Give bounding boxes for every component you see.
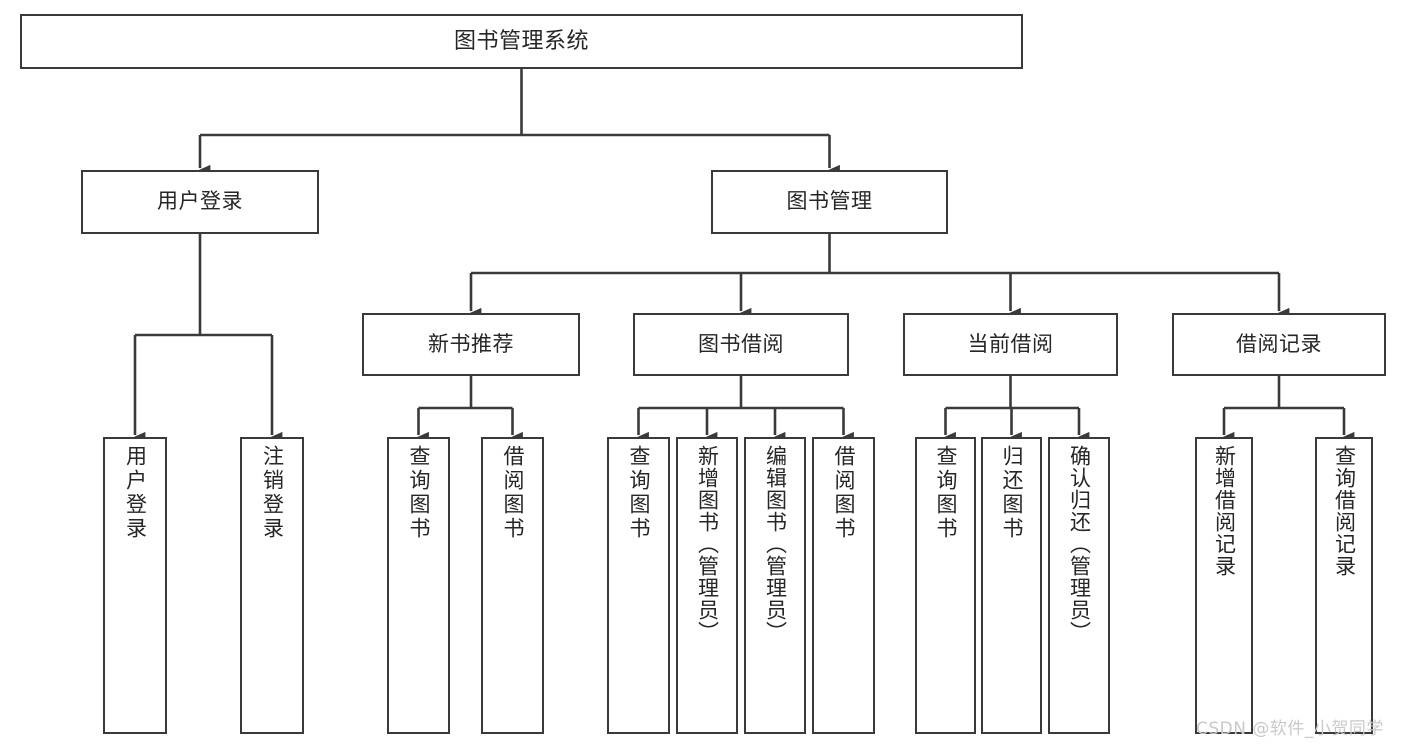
node-leaf-return-book[interactable]: 归还图书: [981, 437, 1042, 734]
node-label: 借阅图书: [501, 445, 525, 541]
node-leaf-confirm-return[interactable]: 确认归还（管理员）: [1048, 437, 1110, 734]
node-label: 归还图书: [1000, 445, 1024, 541]
node-leaf-query-book-1[interactable]: 查询图书: [387, 437, 450, 734]
node-label: 用户登录: [157, 189, 243, 214]
node-leaf-add-book[interactable]: 新增图书（管理员）: [676, 437, 738, 734]
csdn-watermark: CSDN @软件_小贺同学: [1196, 719, 1384, 739]
node-label: 注销登录: [260, 445, 285, 541]
node-leaf-query-book-2[interactable]: 查询图书: [607, 437, 670, 734]
node-label: 新书推荐: [428, 331, 514, 356]
node-leaf-add-record[interactable]: 新增借阅记录: [1195, 437, 1253, 734]
node-leaf-borrow-book-2[interactable]: 借阅图书: [812, 437, 875, 734]
node-label: 查询图书: [627, 445, 651, 541]
node-user-login[interactable]: 用户登录: [81, 170, 319, 234]
node-leaf-query-book-3[interactable]: 查询图书: [915, 437, 976, 734]
node-label: 用户登录: [123, 445, 148, 541]
node-label: 新增借阅记录: [1212, 445, 1237, 577]
node-label: 查询图书: [407, 445, 431, 541]
node-label: 确认归还（管理员）: [1067, 445, 1092, 643]
node-label: 新增图书（管理员）: [695, 445, 720, 643]
node-book-borrow[interactable]: 图书借阅: [633, 313, 849, 376]
node-label: 查询图书: [934, 445, 958, 541]
node-label: 图书管理: [786, 189, 873, 214]
node-label: 查询借阅记录: [1332, 445, 1357, 577]
node-leaf-edit-book[interactable]: 编辑图书（管理员）: [744, 437, 806, 734]
node-label: 借阅图书: [832, 445, 856, 541]
node-label: 编辑图书（管理员）: [763, 445, 788, 643]
node-leaf-query-record[interactable]: 查询借阅记录: [1315, 437, 1373, 734]
node-leaf-borrow-book-1[interactable]: 借阅图书: [481, 437, 544, 734]
node-root[interactable]: 图书管理系统: [20, 14, 1023, 69]
node-book-manage[interactable]: 图书管理: [711, 170, 948, 234]
node-borrow-record[interactable]: 借阅记录: [1172, 313, 1386, 376]
node-leaf-user-logout[interactable]: 注销登录: [240, 437, 304, 734]
node-label: 当前借阅: [967, 331, 1054, 356]
node-label: 图书管理系统: [453, 28, 589, 54]
node-label: 图书借阅: [698, 331, 784, 356]
node-new-book-rec[interactable]: 新书推荐: [362, 313, 580, 376]
node-current-borrow[interactable]: 当前借阅: [903, 313, 1118, 376]
node-label: 借阅记录: [1236, 331, 1322, 356]
node-leaf-user-login[interactable]: 用户登录: [103, 437, 167, 734]
